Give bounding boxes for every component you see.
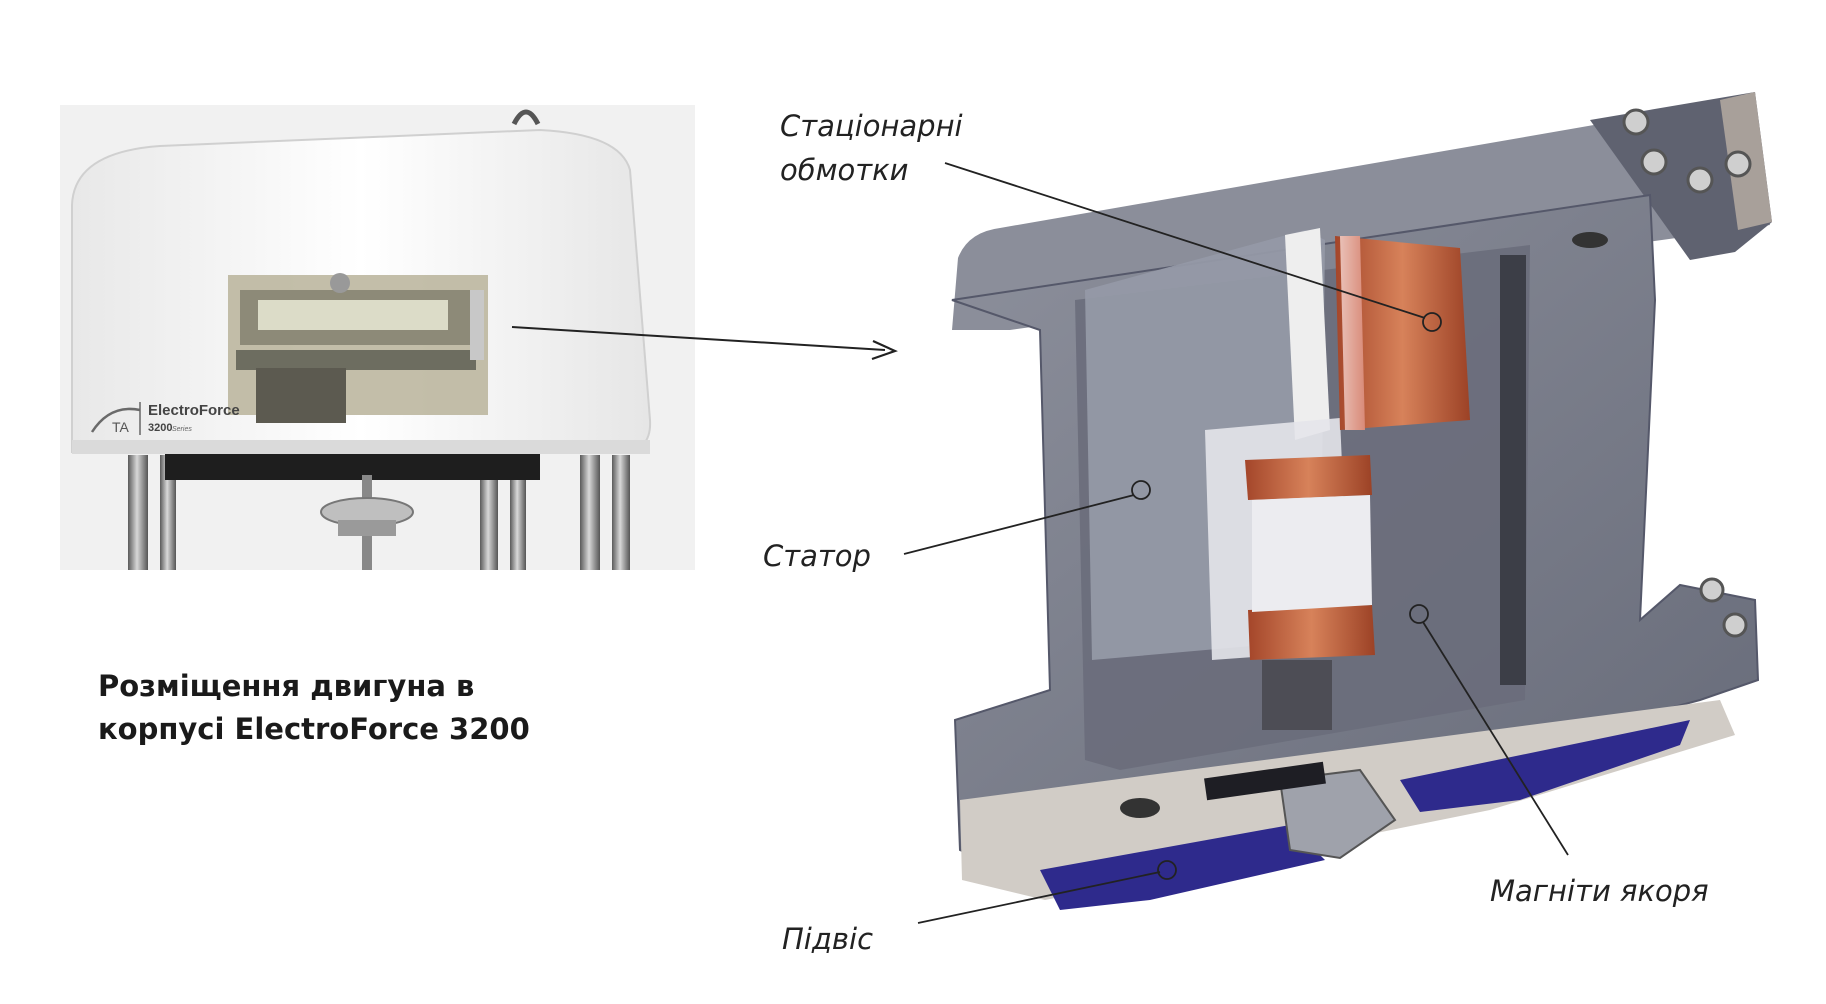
- mount-hole: [1572, 232, 1608, 248]
- leader-stator: [903, 494, 1135, 555]
- motor-cutaway: [951, 92, 1772, 910]
- armature-coil-bottom: [1248, 605, 1375, 660]
- rod: [580, 455, 600, 570]
- stationary-winding-glow: [1340, 236, 1365, 430]
- caption-line-2: корпусі ElectroForce 3200: [98, 712, 530, 746]
- callouts: [903, 162, 1569, 924]
- motor-window: [228, 273, 488, 423]
- lifting-eye-right: [511, 109, 541, 126]
- marker-stator: [1131, 480, 1151, 500]
- screw: [1722, 612, 1748, 638]
- label-stationary-windings-line-1: Стаціонарні: [780, 109, 963, 143]
- stationary-winding: [1335, 236, 1470, 430]
- stator-face: [1285, 228, 1330, 440]
- pointer-arrow-line: [511, 326, 886, 351]
- model-series: Series: [172, 426, 192, 433]
- product-logo: TA ElectroForce 3200 Series: [90, 402, 240, 435]
- rod: [480, 455, 498, 570]
- leader-armature-magnets: [1422, 621, 1569, 856]
- magnet-left: [1040, 825, 1325, 910]
- magnet-right: [1400, 720, 1690, 812]
- figure-caption: Розміщення двигуна в корпусі ElectroForc…: [98, 665, 618, 751]
- crosshead: [165, 450, 540, 480]
- screw: [1699, 577, 1725, 603]
- rod: [160, 455, 176, 570]
- armature-coil-top: [1245, 455, 1372, 500]
- armature-shaft: [1262, 660, 1332, 730]
- output-fixture: [1278, 768, 1397, 860]
- marker-armature-magnets: [1409, 604, 1429, 624]
- rod: [510, 455, 526, 570]
- label-armature-magnets: Магніти якоря: [1490, 874, 1709, 908]
- mount-hole: [1120, 798, 1160, 818]
- side-rail: [1500, 255, 1526, 685]
- rod: [128, 455, 148, 570]
- caption-line-1: Розміщення двигуна в: [98, 669, 475, 703]
- label-stator: Статор: [763, 539, 871, 573]
- screw: [1686, 166, 1714, 194]
- marker-stationary-windings: [1422, 312, 1442, 332]
- marker-suspension: [1157, 860, 1177, 880]
- label-stationary-windings: Стаціонарні обмотки: [780, 104, 963, 192]
- label-suspension: Підвіс: [782, 922, 874, 956]
- leader-suspension: [917, 871, 1161, 924]
- screw: [1640, 148, 1668, 176]
- screw: [1622, 108, 1650, 136]
- rod: [612, 455, 630, 570]
- label-stationary-windings-line-2: обмотки: [780, 153, 909, 187]
- slot: [1204, 761, 1326, 801]
- grip-block: [338, 520, 396, 536]
- armature-core: [1252, 495, 1372, 612]
- leader-stationary-windings: [944, 162, 1426, 319]
- hood-base-plate: [72, 440, 650, 454]
- model-number: 3200: [148, 422, 172, 434]
- brand-name: ElectroForce: [148, 402, 240, 419]
- screw: [1724, 150, 1752, 178]
- ta-logo-text: TA: [112, 419, 130, 435]
- ta-swoosh-icon: [90, 407, 141, 433]
- pointer-arrowhead: [871, 339, 898, 361]
- electroforce-photo: TA ElectroForce 3200 Series: [60, 105, 695, 570]
